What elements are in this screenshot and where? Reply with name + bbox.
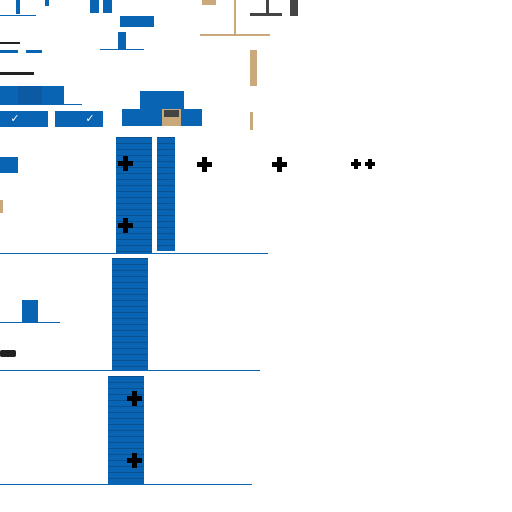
iron-cross-icon: [118, 156, 133, 171]
goggles-icon: [0, 350, 16, 357]
torso-panel: [116, 137, 152, 253]
goggles-icon: [164, 110, 179, 117]
texture-fragment: [266, 0, 269, 14]
torso-side-panel: [157, 137, 175, 251]
iron-cross-icon: [118, 218, 133, 233]
texture-fragment: [290, 0, 298, 16]
iron-cross-icon: [272, 157, 287, 172]
texture-fragment: [103, 0, 112, 13]
iron-cross-icon: [351, 159, 361, 169]
head-top: [140, 91, 184, 109]
wing-badge-left: ✓: [0, 111, 48, 127]
texture-fragment: [0, 42, 20, 44]
arm-panel: [108, 376, 144, 484]
wing-emblem-icon: ✓: [10, 112, 20, 125]
divider-line: [0, 104, 82, 105]
wing-emblem-icon: ✓: [85, 112, 95, 125]
divider-line: [0, 15, 36, 16]
texture-fragment: [22, 300, 38, 322]
divider-line: [0, 484, 252, 485]
divider-line: [0, 322, 60, 323]
divider-line: [100, 49, 144, 50]
texture-fragment: [250, 13, 282, 16]
texture-fragment: [0, 72, 34, 75]
iron-cross-icon: [127, 391, 142, 406]
skin-fragment: [0, 200, 3, 213]
iron-cross-icon: [127, 453, 142, 468]
shoulder-block-shade: [18, 86, 42, 104]
texture-fragment: [26, 50, 42, 53]
texture-fragment: [90, 0, 99, 13]
belt-buckle-fragment: [120, 16, 154, 27]
iron-cross-icon: [365, 159, 375, 169]
skin-fragment: [250, 112, 253, 130]
wing-badge-right: ✓: [55, 111, 103, 127]
divider-line: [0, 370, 260, 371]
texture-fragment: [0, 157, 18, 173]
leg-panel: [112, 258, 148, 370]
iron-cross-icon: [197, 157, 212, 172]
divider-line: [0, 253, 268, 254]
divider-line: [200, 34, 270, 36]
texture-fragment: [0, 50, 18, 53]
texture-fragment: [45, 0, 49, 6]
texture-fragment: [118, 32, 126, 50]
skin-fragment: [250, 50, 257, 86]
texture-fragment: [234, 0, 236, 34]
texture-fragment: [202, 0, 216, 5]
texture-fragment: [16, 0, 20, 14]
